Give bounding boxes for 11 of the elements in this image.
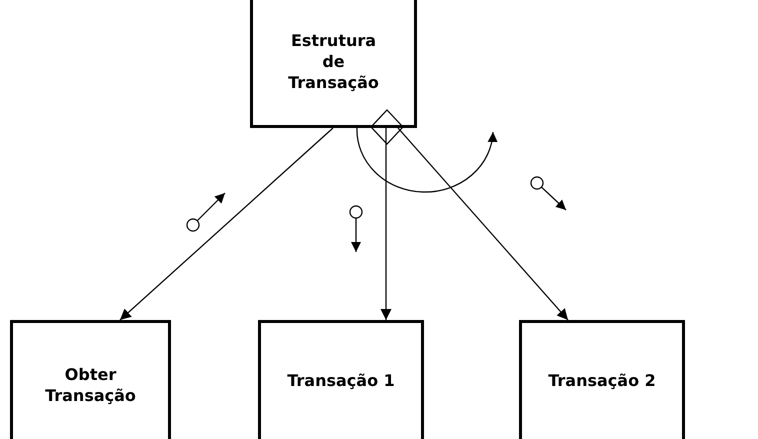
connector-arrow <box>120 128 334 320</box>
module-box <box>250 0 417 128</box>
module-box <box>519 320 685 439</box>
module-label: Obter Transação <box>44 365 137 407</box>
connector-arrow <box>398 128 568 320</box>
connector-arrow <box>380 128 392 320</box>
module-box <box>258 320 424 439</box>
module-label: Estrutura de Transação <box>287 31 380 94</box>
module-label: Transação 2 <box>548 370 656 392</box>
module-label: Transação 1 <box>287 370 395 392</box>
module-box <box>10 320 171 439</box>
